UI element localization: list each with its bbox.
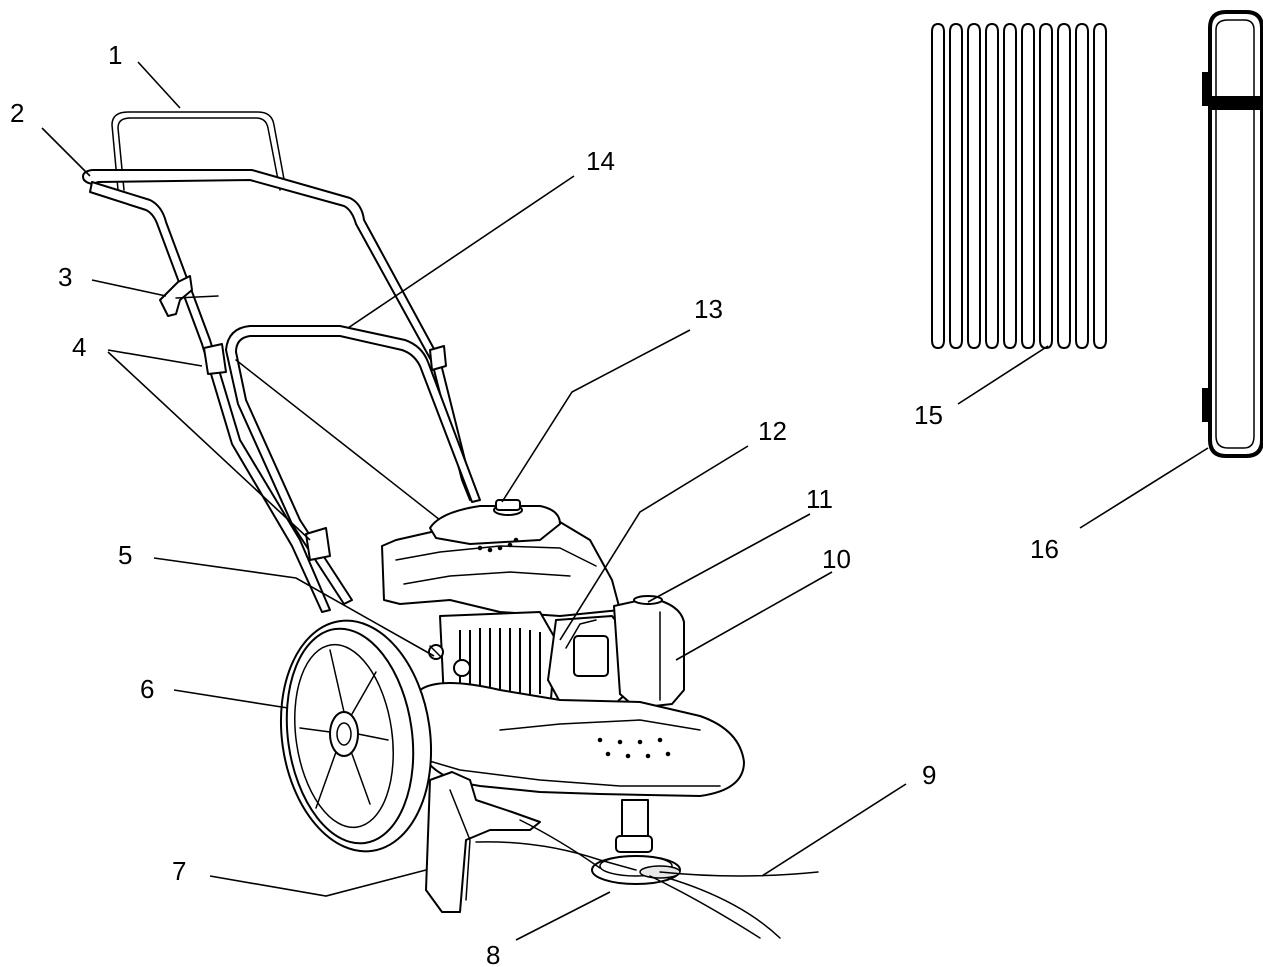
callout-15: 15 — [914, 400, 943, 430]
callout-12: 12 — [758, 416, 787, 446]
trimmer-line-bundle — [931, 22, 1107, 350]
callout-6: 6 — [140, 674, 154, 704]
callout-5: 5 — [118, 540, 132, 570]
callout-4: 4 — [72, 332, 86, 362]
callout-7: 7 — [172, 856, 186, 886]
leader-lines — [41, 61, 1209, 941]
callout-13: 13 — [694, 294, 723, 324]
handle-clip-lower — [305, 527, 331, 561]
cutting-head — [591, 799, 681, 885]
oil-bottle — [1202, 10, 1263, 458]
callout-numbers: 1 2 3 4 5 6 7 8 9 10 11 12 13 14 15 16 — [10, 40, 1059, 967]
throttle-lever-icon — [159, 275, 193, 317]
lower-handle — [159, 275, 481, 605]
trimmer-line — [475, 819, 819, 939]
callout-1: 1 — [108, 40, 122, 70]
callout-10: 10 — [822, 544, 851, 574]
callout-14: 14 — [586, 146, 615, 176]
wheel — [279, 619, 433, 853]
engine — [381, 499, 685, 713]
callout-8: 8 — [486, 940, 500, 967]
upper-handle — [82, 111, 479, 613]
callout-9: 9 — [922, 760, 936, 790]
callout-2: 2 — [10, 98, 24, 128]
callout-11: 11 — [806, 484, 833, 514]
callout-3: 3 — [58, 262, 72, 292]
callout-16: 16 — [1030, 534, 1059, 564]
deck — [419, 682, 745, 913]
handle-clip-upper — [203, 343, 227, 375]
